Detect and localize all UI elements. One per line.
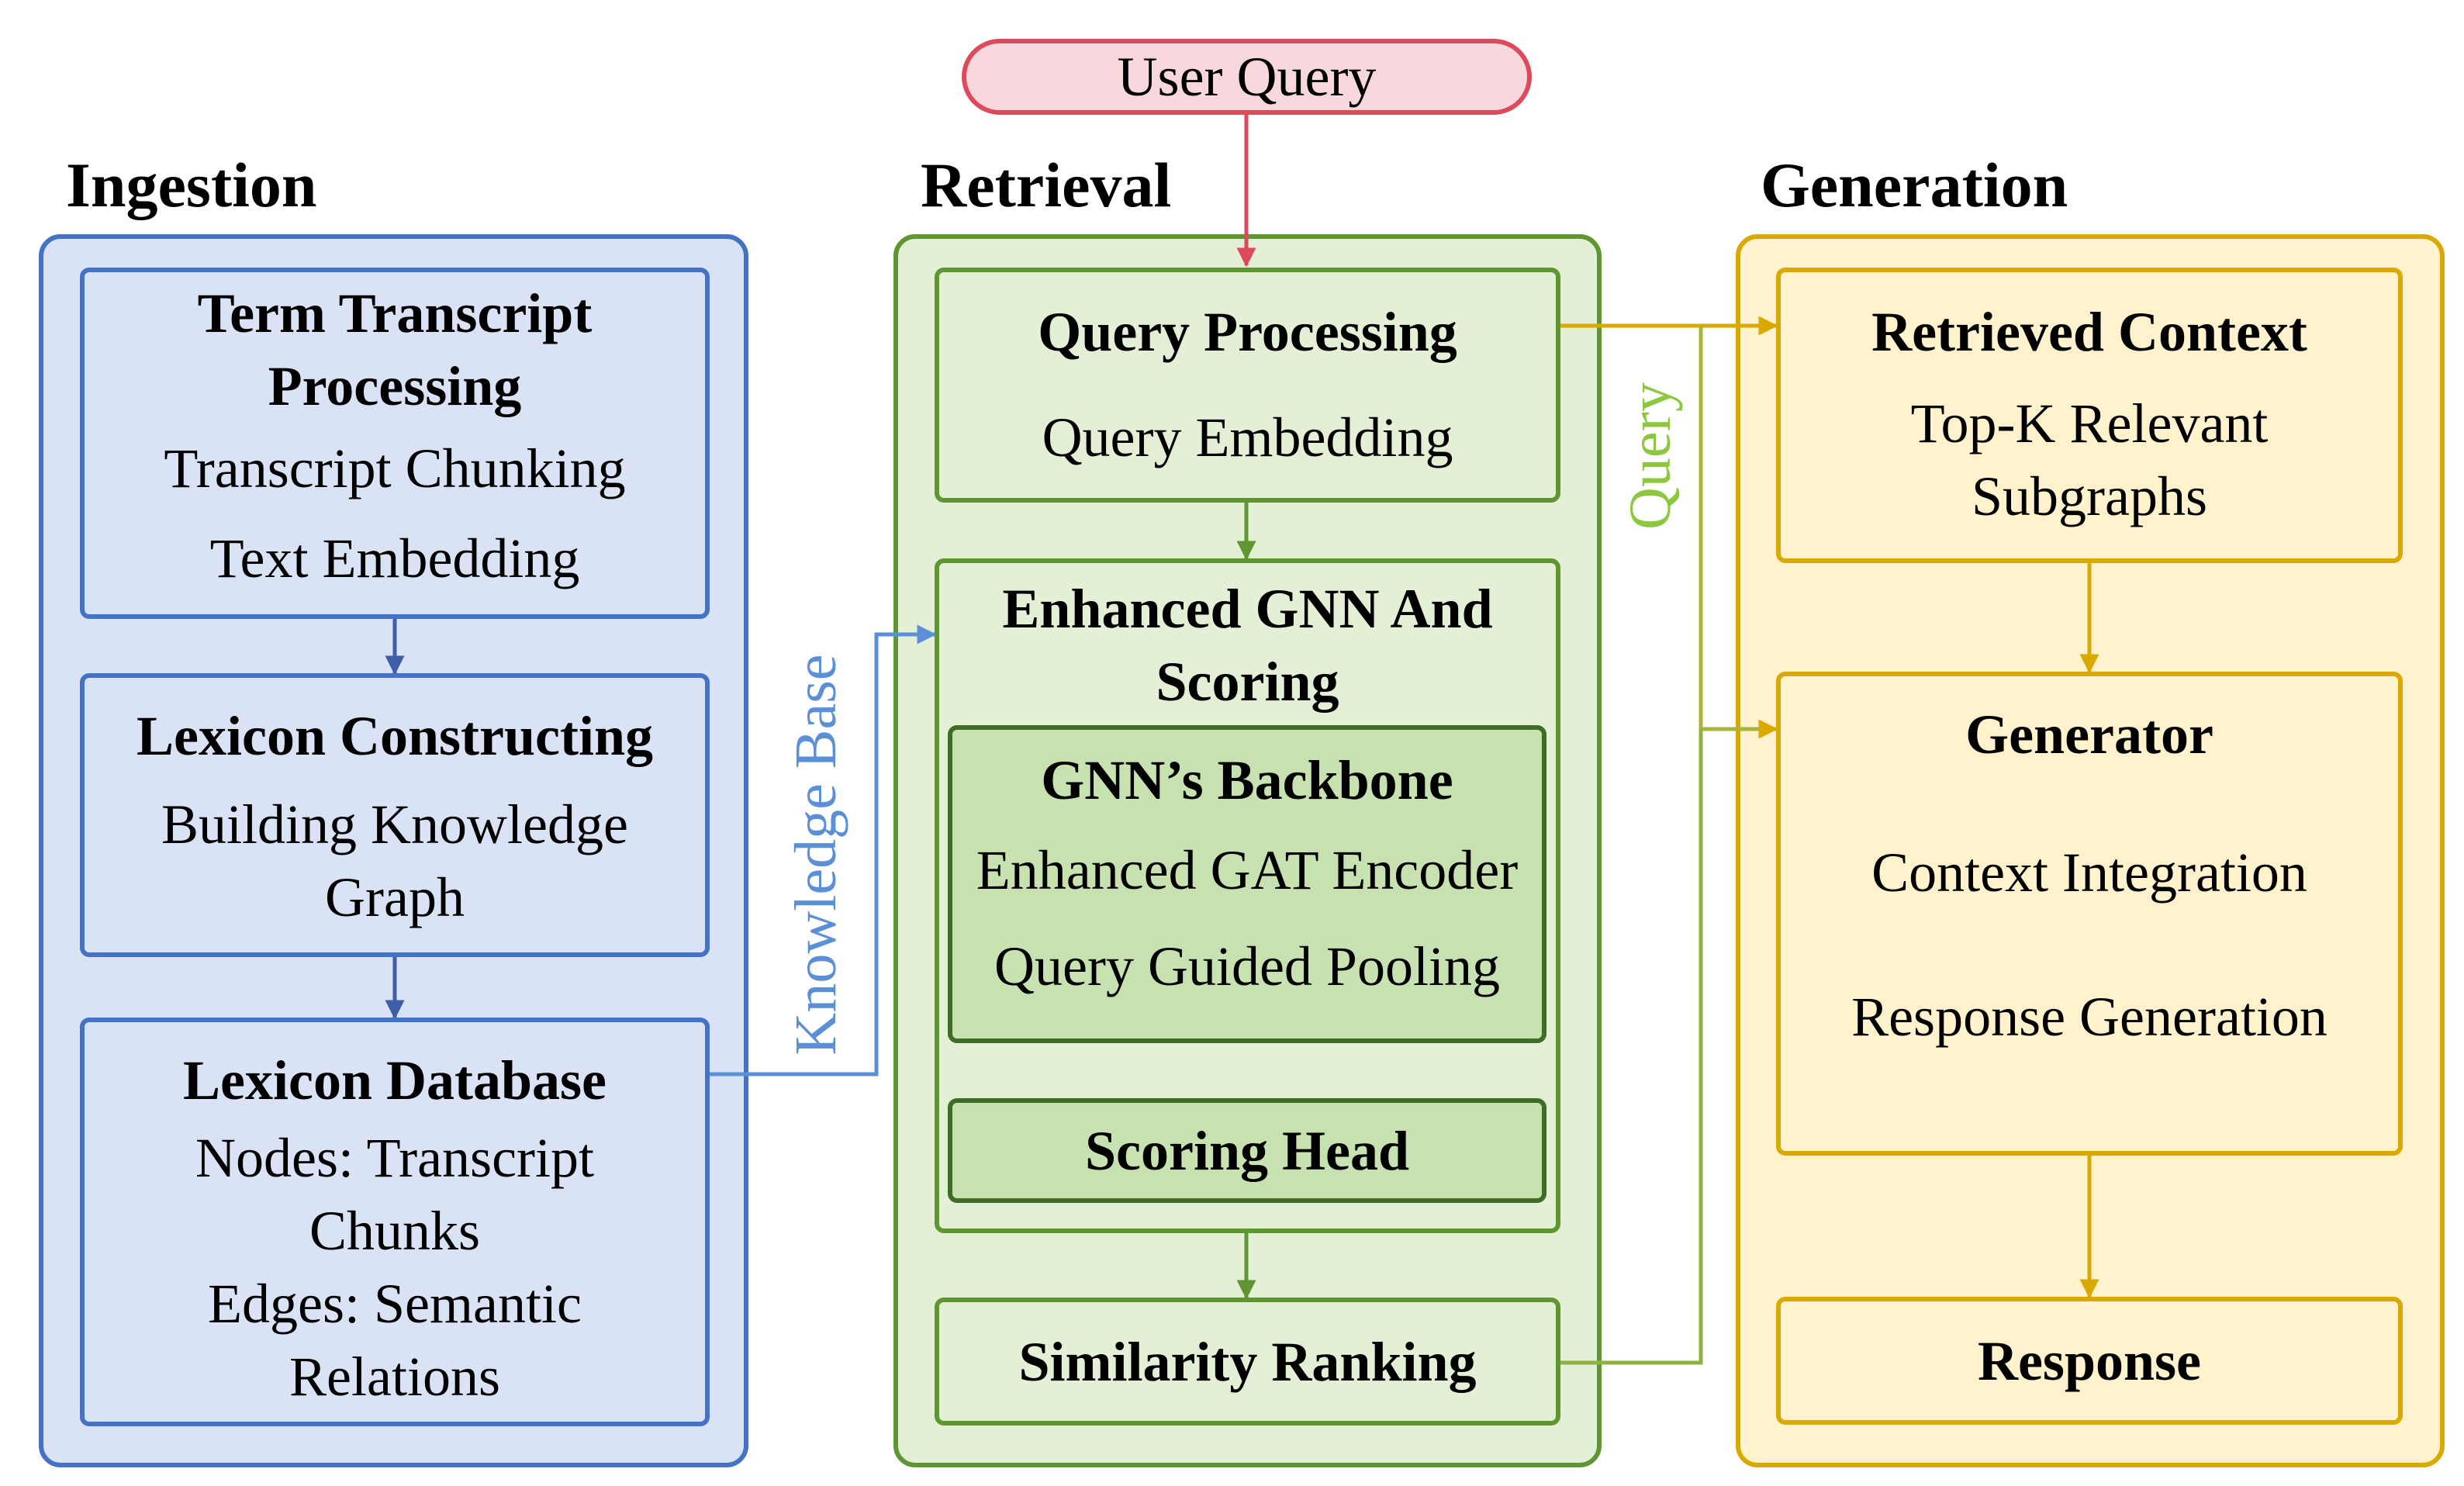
arrow-ranking-to-generator bbox=[1560, 729, 1703, 1365]
query-embedding-item: Query Embedding bbox=[1042, 406, 1453, 468]
arrow-query-to-generator bbox=[1699, 326, 1778, 739]
generator-box: Generator Context Integration Response G… bbox=[1776, 672, 2403, 1156]
retrieval-title: Retrieval bbox=[921, 150, 1172, 220]
building-knowledge-line1: Building Knowledge bbox=[161, 793, 628, 855]
lexicon-database-title: Lexicon Database bbox=[183, 1049, 606, 1111]
response-generation-item: Response Generation bbox=[1851, 986, 2327, 1048]
similarity-ranking-label: Similarity Ranking bbox=[1018, 1330, 1477, 1393]
nodes-line1: Nodes: Transcript bbox=[195, 1127, 595, 1189]
knowledge-base-label: Knowledge Base bbox=[783, 654, 848, 1056]
query-processing-box: Query Processing Query Embedding bbox=[935, 268, 1560, 503]
building-knowledge-line2: Graph bbox=[325, 866, 465, 928]
similarity-ranking-box: Similarity Ranking bbox=[935, 1298, 1560, 1426]
top-k-line1: Top-K Relevant bbox=[1910, 392, 2269, 454]
scoring-head-box: Scoring Head bbox=[948, 1098, 1546, 1203]
lexicon-database-box: Lexicon Database Nodes: Transcript Chunk… bbox=[80, 1018, 710, 1426]
gnn-backbone-title: GNN’s Backbone bbox=[1041, 749, 1453, 811]
user-query-label: User Query bbox=[1117, 46, 1377, 108]
nodes-line2: Chunks bbox=[309, 1200, 481, 1262]
scoring-head-label: Scoring Head bbox=[1084, 1119, 1409, 1182]
transcript-processing-title-line1: Term Transcript bbox=[197, 282, 593, 344]
generation-title: Generation bbox=[1761, 150, 2068, 220]
user-query-node: User Query bbox=[962, 39, 1532, 115]
generator-title: Generator bbox=[1965, 703, 2213, 765]
transcript-processing-box: Term Transcript Processing Transcript Ch… bbox=[80, 268, 710, 619]
enhanced-gnn-title-line1: Enhanced GNN And bbox=[1002, 578, 1493, 640]
enhanced-gat-encoder-item: Enhanced GAT Encoder bbox=[976, 839, 1519, 901]
retrieved-context-box: Retrieved Context Top-K Relevant Subgrap… bbox=[1776, 268, 2403, 563]
lexicon-constructing-title: Lexicon Constructing bbox=[137, 705, 653, 767]
edges-line2: Relations bbox=[289, 1346, 500, 1408]
edges-line1: Edges: Semantic bbox=[208, 1273, 582, 1335]
gnn-backbone-box: GNN’s Backbone Enhanced GAT Encoder Quer… bbox=[948, 725, 1546, 1043]
enhanced-gnn-title-line2: Scoring bbox=[1156, 651, 1339, 713]
arrow-knowledge-base bbox=[710, 624, 937, 1076]
context-integration-item: Context Integration bbox=[1871, 841, 2307, 904]
top-k-line2: Subgraphs bbox=[1972, 465, 2207, 527]
text-embedding-item: Text Embedding bbox=[209, 527, 580, 589]
retrieved-context-title: Retrieved Context bbox=[1871, 301, 2307, 363]
query-processing-title: Query Processing bbox=[1038, 301, 1457, 363]
query-edge-label: Query bbox=[1618, 382, 1683, 530]
query-guided-pooling-item: Query Guided Pooling bbox=[994, 935, 1500, 997]
transcript-chunking-item: Transcript Chunking bbox=[164, 437, 626, 499]
ingestion-title: Ingestion bbox=[66, 150, 317, 220]
response-box: Response bbox=[1776, 1297, 2403, 1425]
response-label: Response bbox=[1977, 1329, 2202, 1392]
transcript-processing-title-line2: Processing bbox=[268, 355, 522, 417]
lexicon-constructing-box: Lexicon Constructing Building Knowledge … bbox=[80, 673, 710, 957]
